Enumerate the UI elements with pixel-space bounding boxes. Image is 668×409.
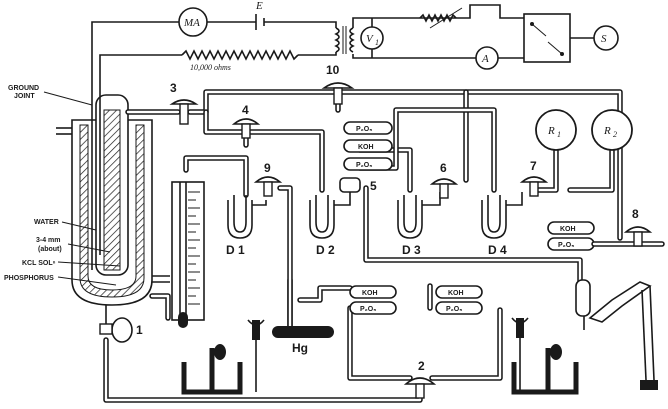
milliammeter-label: MA xyxy=(183,17,200,29)
stopcock-5-label: 5 xyxy=(370,179,377,193)
trap-d4-label: D 4 xyxy=(488,243,507,257)
manometer xyxy=(171,181,205,328)
absorber-lower-left: KOH P₂O₅ xyxy=(349,285,397,315)
reservoir-r1-label: R xyxy=(547,125,555,137)
reservoir-r1: R 1 xyxy=(535,109,577,151)
reservoir-r2-label: R xyxy=(603,125,611,137)
phosphorus-label: PHOSPHORUS xyxy=(4,275,54,282)
water-label: WATER xyxy=(34,219,59,226)
absorber-upper-koh: KOH xyxy=(358,144,374,151)
stopcock-1-label: 1 xyxy=(136,323,143,337)
absorber-upper: P₂O₅ KOH P₂O₅ xyxy=(343,121,393,171)
trap-d1-label: D 1 xyxy=(226,243,245,257)
stopcock-6: 6 xyxy=(429,161,459,199)
absorber-lr-koh: KOH xyxy=(448,290,464,297)
ammeter xyxy=(475,46,499,70)
stopcock-7-label: 7 xyxy=(530,159,537,173)
voltmeter xyxy=(360,26,384,50)
reservoir-r1-sub: 1 xyxy=(557,130,561,139)
voltmeter-subscript: 1 xyxy=(375,38,379,47)
stopcock-3-label: 3 xyxy=(170,81,177,95)
voltmeter-label: V xyxy=(366,33,374,45)
ammeter-label: A xyxy=(481,53,489,65)
reservoir-r2-sub: 2 xyxy=(613,130,617,139)
mercury-trough: Hg xyxy=(272,326,334,355)
battery-symbol: E xyxy=(255,0,265,30)
stopcock-1: 1 xyxy=(99,317,143,343)
absorber-ll-koh: KOH xyxy=(362,290,378,297)
pump-outlet xyxy=(575,279,658,390)
leveling-right xyxy=(511,317,579,395)
stopcock-5: 5 xyxy=(339,177,377,193)
ground-joint-label-2: JOINT xyxy=(14,93,35,100)
battery-label: E xyxy=(255,0,263,12)
absorber-lr-p2o5: P₂O₅ xyxy=(446,306,462,313)
absorber-r-p2o5: P₂O₅ xyxy=(558,242,574,249)
transformer xyxy=(334,26,355,54)
stopcock-9: 9 xyxy=(253,161,293,333)
stopcock-4: 4 xyxy=(231,103,261,139)
gap-label-2: (about) xyxy=(38,246,62,253)
stopcock-2-label: 2 xyxy=(418,359,425,373)
trap-d1: D 1 xyxy=(226,195,267,257)
absorber-upper-p2o5-1: P₂O₅ xyxy=(356,126,372,133)
absorber-ll-p2o5: P₂O₅ xyxy=(360,306,376,313)
electrical-circuit: MA E 10,000 ohms V 1 xyxy=(91,0,619,95)
trap-d2-label: D 2 xyxy=(316,243,335,257)
stopcock-9-label: 9 xyxy=(264,161,271,175)
mercury-label: Hg xyxy=(292,341,308,355)
stopcock-3: 3 xyxy=(169,81,199,125)
trap-d2: D 2 xyxy=(309,188,351,257)
resistor-label: 10,000 ohms xyxy=(190,63,231,72)
absorber-r-koh: KOH xyxy=(560,226,576,233)
gap-label-1: 3-4 mm xyxy=(36,237,61,244)
stopcock-10-label: 10 xyxy=(326,63,340,77)
source xyxy=(593,25,619,51)
trap-d3: D 3 xyxy=(397,192,441,257)
stopcock-7: 7 xyxy=(519,159,549,197)
stopcock-6-label: 6 xyxy=(440,161,447,175)
stopcock-8-label: 8 xyxy=(632,207,639,221)
reservoir-r2: R 2 xyxy=(591,109,633,151)
source-label: S xyxy=(601,33,607,45)
trap-d3-label: D 3 xyxy=(402,243,421,257)
leveling-left xyxy=(181,319,265,395)
stopcock-8: 8 xyxy=(623,207,653,247)
absorber-right: KOH P₂O₅ xyxy=(547,221,665,251)
absorber-upper-p2o5-2: P₂O₅ xyxy=(356,162,372,169)
stopcock-4-label: 4 xyxy=(242,103,249,117)
stopcock-2: 2 xyxy=(403,359,437,399)
absorber-lower-right: KOH P₂O₅ xyxy=(435,285,483,315)
stopcock-10: 10 xyxy=(321,63,355,105)
kcl-label: KCL SOLⁿ xyxy=(22,260,56,267)
discharge-cell: GROUND JOINT WATER 3-4 mm (about) KCL SO… xyxy=(4,85,170,335)
trap-d4: D 4 xyxy=(481,192,523,257)
ground-joint-label-1: GROUND xyxy=(8,85,39,92)
